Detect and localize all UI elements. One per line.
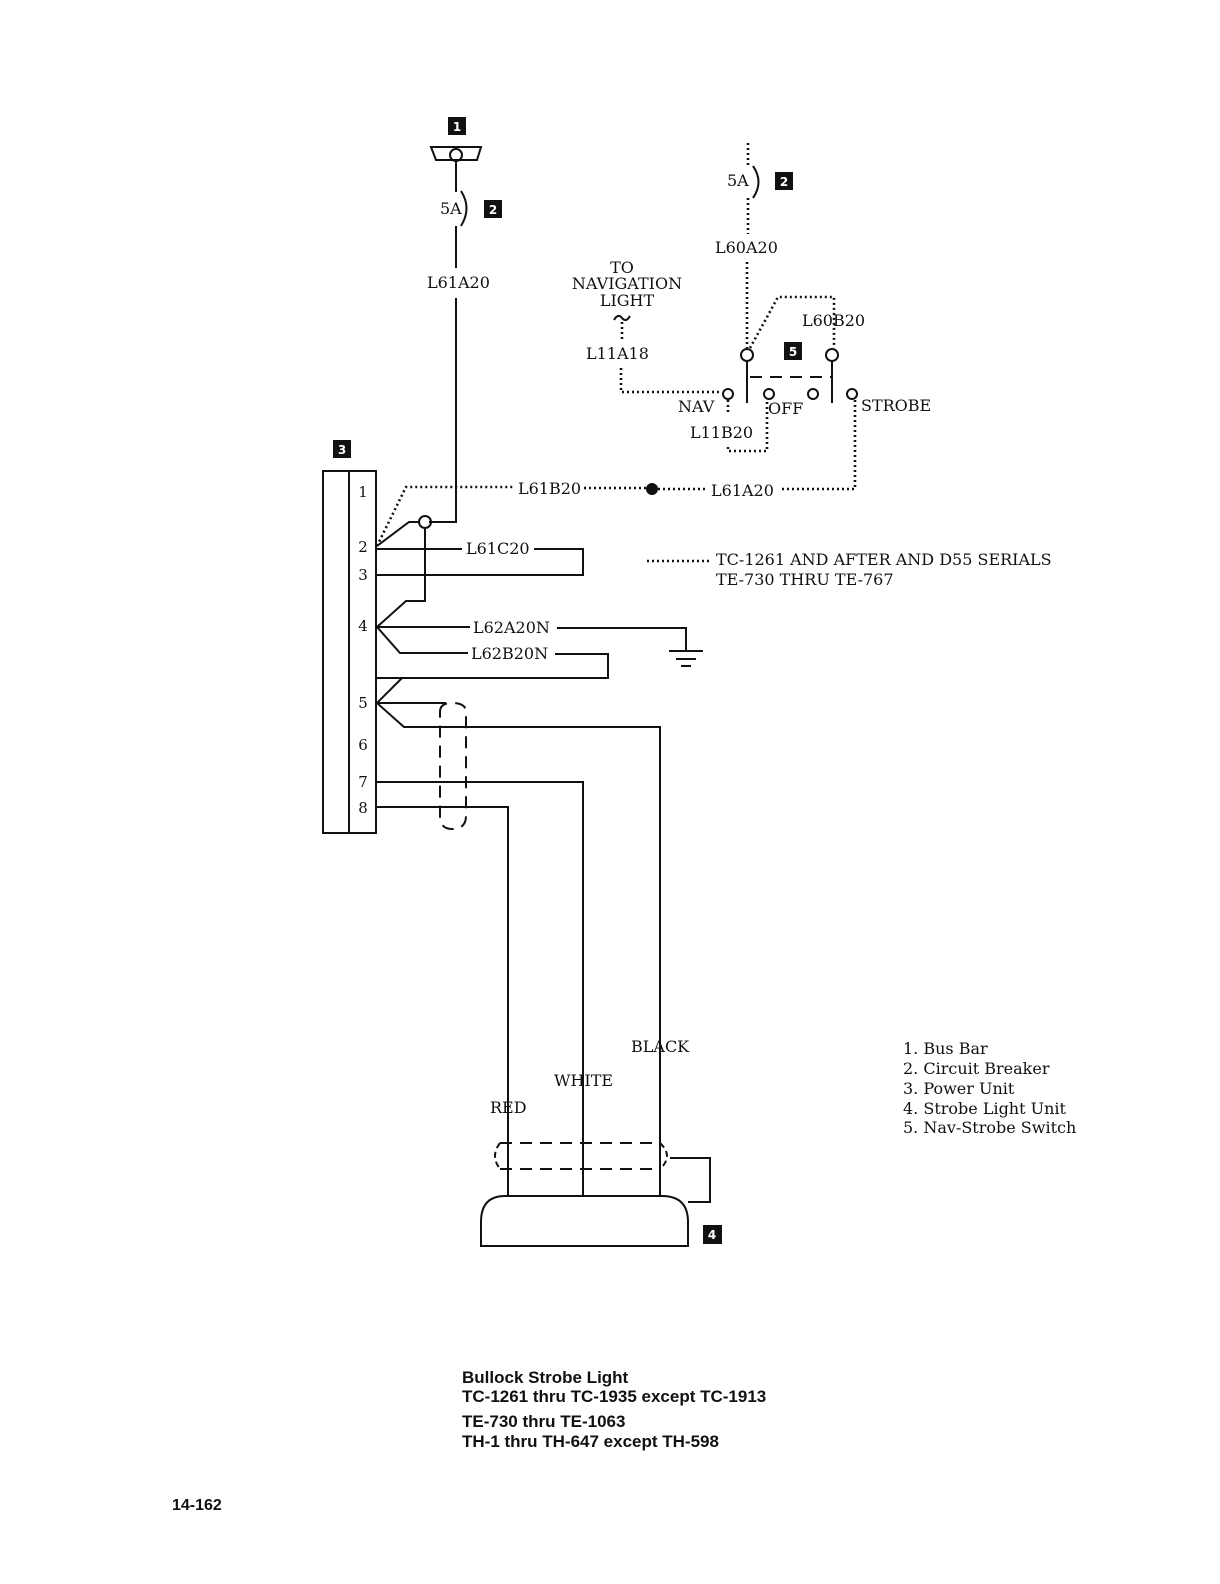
wire-pin5-black (376, 702, 661, 1195)
legend-item-4: 4. Strobe Light Unit (903, 1099, 1067, 1118)
power-unit: 3 1 2 3 4 5 6 7 8 (322, 440, 377, 834)
lead-label-black: BLACK (631, 1037, 690, 1056)
shield-strobe-right-cap (659, 1142, 668, 1170)
legend-item-1: 1. Bus Bar (903, 1039, 988, 1058)
figure-caption: Bullock Strobe Light TC-1261 thru TC-193… (462, 1368, 766, 1451)
wire-l61b20-to-pin2 (375, 485, 514, 547)
wire-l62b20n-loop (377, 653, 609, 679)
legend-item-3: 3. Power Unit (903, 1079, 1015, 1098)
wire-l62a20n-to-ground (557, 627, 687, 650)
callout-2-left-box (484, 200, 502, 218)
switch-terminal-common (740, 348, 754, 362)
legend: 1. Bus Bar 2. Circuit Breaker 3. Power U… (903, 1039, 1076, 1137)
caption-line-3: TE-730 thru TE-1063 (462, 1412, 625, 1431)
wire-pin7-white (377, 781, 584, 1195)
callout-2-right-label: 2 (780, 175, 788, 189)
breaker-right-symbol (752, 165, 760, 199)
wire-pin5-fan-up (376, 677, 403, 704)
label-l11a18: L11A18 (586, 344, 649, 363)
wire-l61a20-down (429, 298, 457, 523)
switch-label-nav: NAV (678, 397, 715, 416)
callout-1-box (448, 117, 466, 135)
pin-7-label: 7 (358, 773, 368, 791)
nav-light-arrow (613, 314, 631, 322)
wire-l61c20-loop (377, 548, 584, 576)
splice-dot (646, 483, 658, 495)
pin-8-label: 8 (358, 799, 368, 817)
label-l61b20: L61B20 (518, 479, 581, 498)
label-l61a20-mid: L61A20 (711, 481, 774, 500)
callout-2-left-label: 2 (489, 203, 497, 217)
nav-light-note-1: TO (610, 258, 634, 277)
label-l61c20: L61C20 (466, 539, 530, 558)
callout-4-label: 4 (708, 1228, 716, 1242)
pin-3-label: 3 (358, 566, 368, 584)
page-number: 14-162 (172, 1497, 222, 1514)
breaker-left-rating: 5A (440, 199, 462, 218)
pin-4-label: 4 (358, 617, 368, 635)
caption-line-2: TC-1261 thru TC-1935 except TC-1913 (462, 1387, 766, 1406)
label-l62b20n: L62B20N (471, 644, 548, 663)
bus-bar-symbol (429, 146, 483, 161)
switch-terminal-strobe-feed (825, 348, 839, 362)
breaker-left-symbol (460, 190, 468, 227)
label-l61a20-top: L61A20 (427, 273, 490, 292)
callout-3-label: 3 (338, 443, 346, 457)
wire-pin4-b (376, 626, 468, 654)
pin-5-label: 5 (358, 694, 368, 712)
shield-power-side (439, 701, 467, 831)
label-l62a20n: L62A20N (473, 618, 550, 637)
wire-l11a18-lower (619, 368, 722, 394)
ground-symbol (669, 650, 703, 667)
lead-label-red: RED (490, 1098, 527, 1117)
callout-5-label: 5 (789, 345, 797, 359)
caption-line-4: TH-1 thru TH-647 except TH-598 (462, 1432, 719, 1451)
callout-3-box (333, 440, 351, 458)
wire-l11b20 (726, 400, 769, 453)
strobe-light-body (480, 1195, 689, 1247)
nav-light-note-3: LIGHT (600, 291, 655, 310)
callout-5-box (784, 342, 802, 360)
breaker-right-rating: 5A (727, 171, 749, 190)
pin-1-label: 1 (358, 483, 368, 501)
bus-bar: 1 (429, 117, 483, 162)
switch-label-off: OFF (768, 399, 803, 418)
nav-light-note-2: NAVIGATION (572, 274, 682, 293)
strobe-light-unit: 4 (480, 1195, 722, 1247)
label-l60b20: L60B20 (802, 311, 865, 330)
legend-item-5: 5. Nav-Strobe Switch (903, 1118, 1076, 1137)
serial-note-line1: TC-1261 AND AFTER AND D55 SERIALS (716, 550, 1052, 569)
switch-terminal-nav (722, 388, 734, 400)
wire-pin8-red (377, 806, 509, 1195)
shield-ground-lead (670, 1157, 711, 1203)
pin-2-label: 2 (358, 538, 368, 556)
switch-terminal-off-right (807, 388, 819, 400)
lead-label-white: WHITE (554, 1071, 613, 1090)
caption-line-1: Bullock Strobe Light (462, 1368, 629, 1387)
serial-note-line2: TE-730 THRU TE-767 (716, 570, 894, 589)
label-l60a20: L60A20 (715, 238, 778, 257)
switch-terminal-strobe (846, 388, 858, 400)
pin-6-label: 6 (358, 736, 368, 754)
wire-jumper-2-to-4 (376, 528, 426, 628)
switch-label-strobe: STROBE (861, 396, 931, 415)
callout-1-label: 1 (453, 120, 461, 134)
nav-strobe-switch: L60B20 5 NAV OFF STROBE (678, 295, 931, 418)
label-l11b20: L11B20 (690, 423, 753, 442)
wire-pin2-to-splice (376, 521, 419, 547)
switch-terminal-off-left (763, 388, 775, 400)
wire-l60b20 (748, 295, 836, 349)
callout-2-right-box (775, 172, 793, 190)
legend-item-2: 2. Circuit Breaker (903, 1059, 1050, 1078)
callout-4-box (703, 1225, 722, 1244)
shield-strobe-left-cap (494, 1142, 501, 1170)
